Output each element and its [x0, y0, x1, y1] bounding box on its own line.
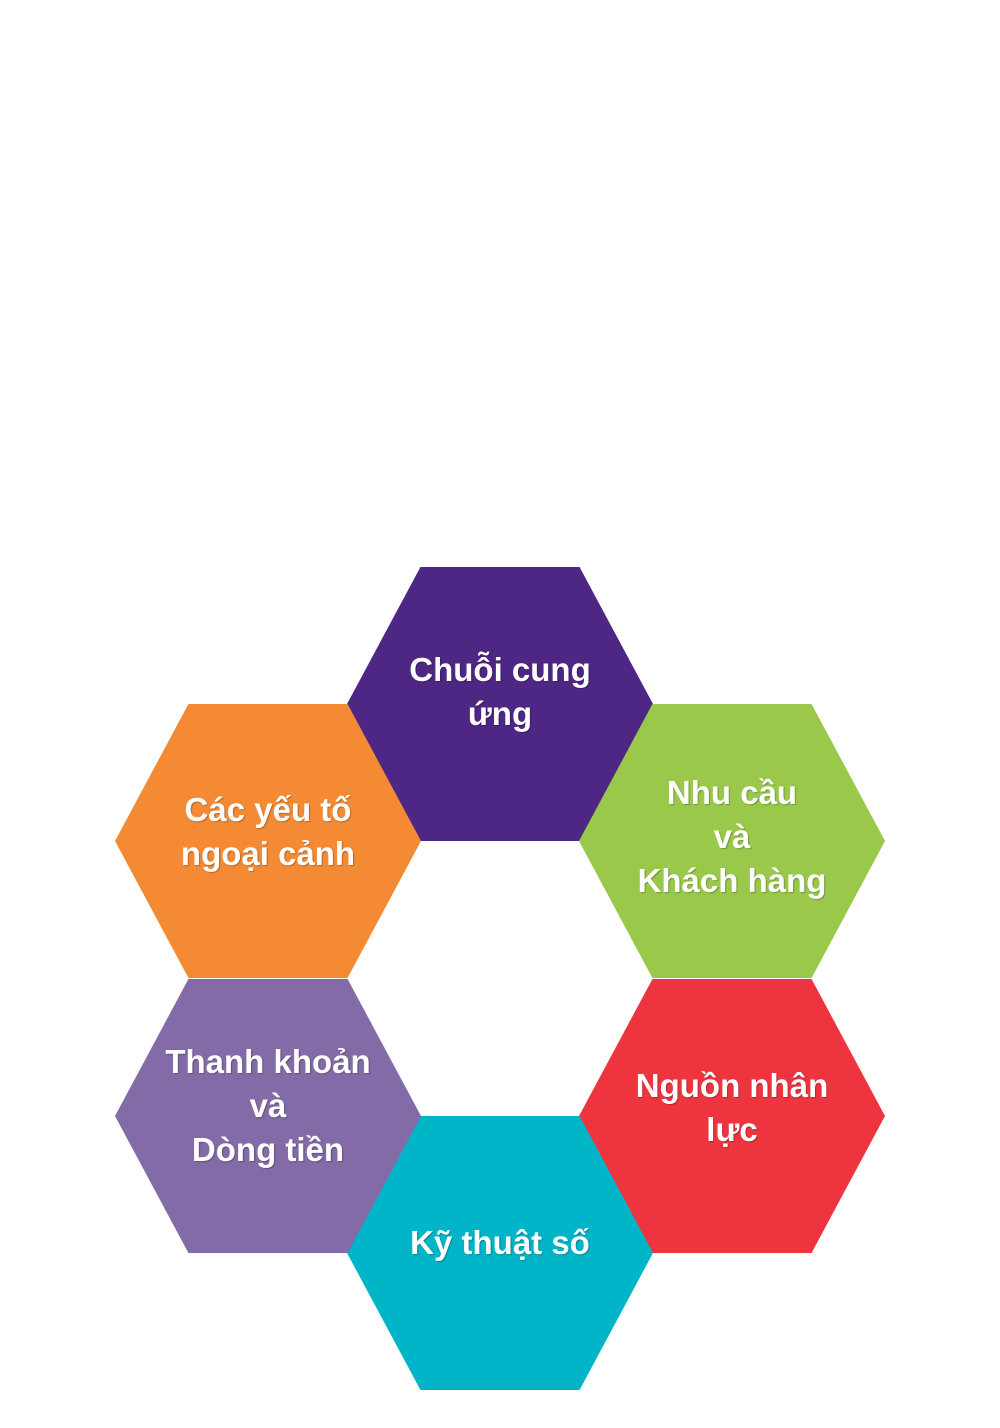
hexagon-external-factors: Các yếu tố ngoại cảnh [115, 704, 421, 978]
hexagon-supply-chain-label: Chuỗi cung ứng [375, 648, 625, 736]
hexagon-demand-customers: Nhu cầu và Khách hàng [579, 704, 885, 978]
label-line: và [713, 818, 751, 855]
hexagon-digital: Kỹ thuật số [347, 1116, 653, 1390]
label-line: lực [706, 1111, 758, 1148]
label-line: Nhu cầu [666, 774, 798, 811]
hexagon-external-factors-label: Các yếu tố ngoại cảnh [143, 788, 393, 876]
label-line: Dòng tiền [191, 1131, 345, 1168]
label-line: và [249, 1087, 287, 1124]
hexagon-liquidity-cashflow-label: Thanh khoản và Dòng tiền [143, 1040, 393, 1172]
hexagon-demand-customers-label: Nhu cầu và Khách hàng [607, 771, 857, 903]
label-line: Chuỗi cung [409, 651, 591, 688]
label-line: Kỹ thuật số [410, 1224, 590, 1261]
hexagon-digital-label: Kỹ thuật số [375, 1221, 625, 1265]
label-line: Khách hàng [637, 862, 827, 899]
label-line: ngoại cảnh [180, 835, 356, 872]
label-line: ứng [467, 695, 533, 732]
label-line: Các yếu tố [184, 791, 352, 828]
hexagon-supply-chain: Chuỗi cung ứng [347, 567, 653, 841]
hexagon-human-resources-label: Nguồn nhân lực [607, 1064, 857, 1152]
label-line: Nguồn nhân [635, 1067, 829, 1104]
hexagon-liquidity-cashflow: Thanh khoản và Dòng tiền [115, 979, 421, 1253]
label-line: Thanh khoản [165, 1043, 371, 1080]
hexagon-human-resources: Nguồn nhân lực [579, 979, 885, 1253]
